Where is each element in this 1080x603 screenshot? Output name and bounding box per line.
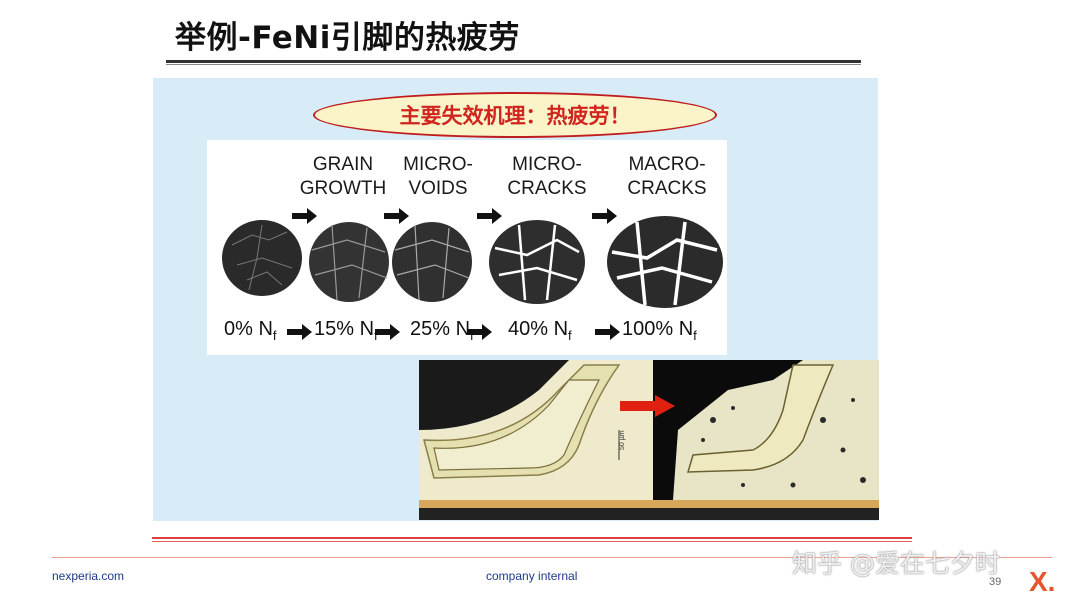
grain-cluster-0 <box>222 220 302 296</box>
percent-label-15: 15% Nf <box>314 318 378 343</box>
stage-arrows-top <box>292 208 617 224</box>
title-underline <box>166 60 861 63</box>
grain-cluster-25 <box>392 222 472 302</box>
arrow-icon <box>595 324 620 340</box>
percent-label-0: 0% Nf <box>224 318 277 343</box>
percent-label-25: 25% Nf <box>410 318 474 343</box>
footer-red-line-thin <box>152 541 912 542</box>
grain-cluster-15 <box>309 222 389 302</box>
micrograph-after <box>653 360 879 520</box>
footer-red-line <box>152 537 912 539</box>
stage-label-grain-growth: GRAIN GROWTH <box>299 154 387 199</box>
micrograph-after-image <box>653 360 879 520</box>
watermark: 知乎 @爱在七夕时 <box>792 549 1000 578</box>
arrow-icon <box>375 324 400 340</box>
arrow-icon <box>467 324 492 340</box>
grain-cluster-100 <box>607 216 723 308</box>
stage-label-micro-voids: MICRO- VOIDS <box>403 154 473 199</box>
footer-classification: company internal <box>486 569 578 583</box>
callout-text: 主要失效机理：热疲劳！ <box>399 104 631 128</box>
slide-title: 举例-FeNi引脚的热疲劳 <box>175 20 520 56</box>
page-number: 39 <box>989 576 1002 588</box>
grain-evolution-diagram <box>222 208 723 340</box>
callout-ellipse: 主要失效机理：热疲劳！ <box>313 92 717 138</box>
stage-label-macro-cracks: MACRO- CRACKS <box>627 154 707 199</box>
percent-label-40: 40% Nf <box>508 318 572 343</box>
grain-cluster-40 <box>489 220 585 304</box>
footer-website: nexperia.com <box>52 569 125 583</box>
arrow-icon <box>287 324 312 340</box>
stage-arrows-bottom <box>287 324 620 340</box>
arrow-icon <box>292 208 317 224</box>
micrograph-before-image: 50 µm <box>419 360 653 520</box>
arrow-icon <box>592 208 617 224</box>
scale-bar-label: 50 µm <box>619 430 626 450</box>
micrograph-before: 50 µm <box>419 360 653 520</box>
stage-label-micro-cracks: MICRO- CRACKS <box>507 154 587 199</box>
red-arrow-icon <box>620 395 675 417</box>
nexperia-logo: X. <box>1029 566 1056 597</box>
arrow-icon <box>384 208 409 224</box>
title-underline-thin <box>166 64 861 65</box>
footer-divider <box>52 557 1052 558</box>
percent-label-100: 100% Nf <box>622 318 697 343</box>
arrow-icon <box>477 208 502 224</box>
